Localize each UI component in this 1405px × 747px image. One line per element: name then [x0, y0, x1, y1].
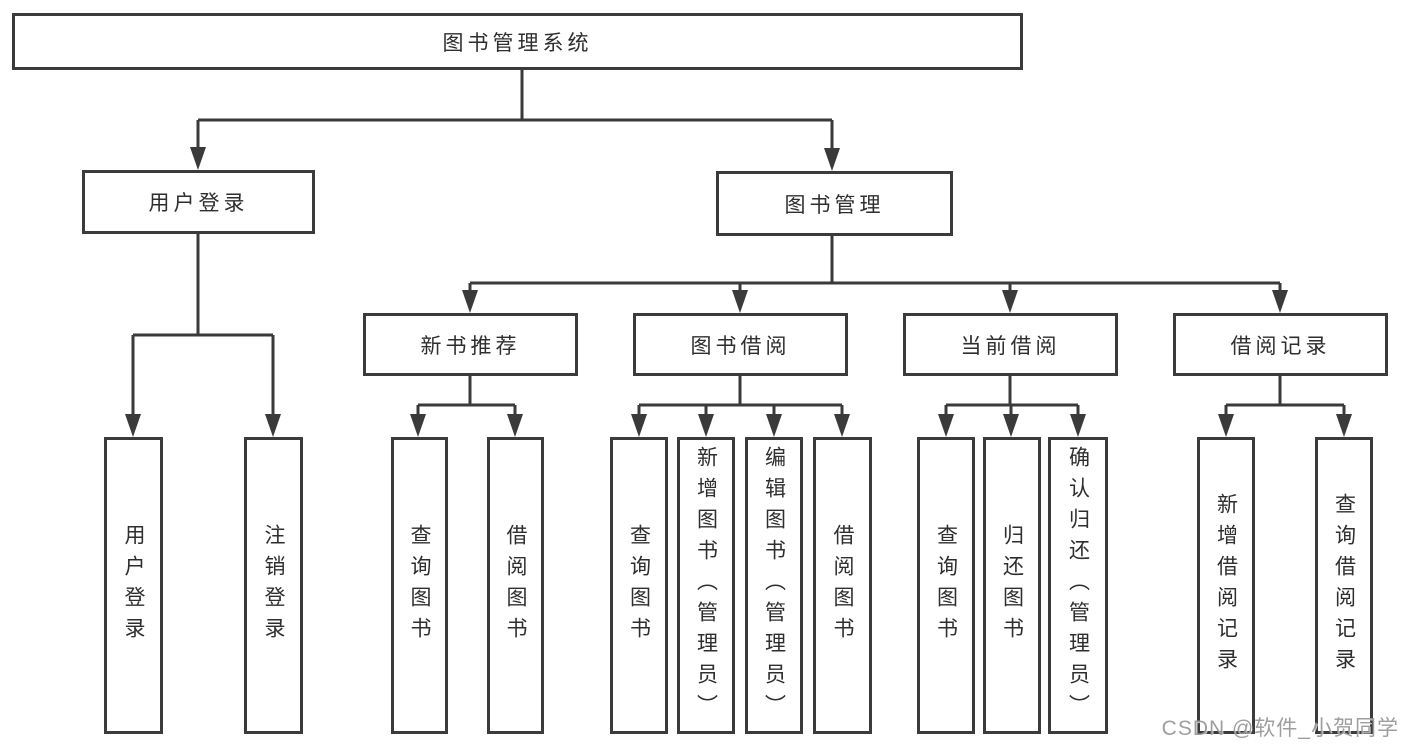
leaf-return-books: 归还图书	[983, 437, 1041, 734]
node-system-root: 图书管理系统	[12, 13, 1023, 70]
leaf-recommend-query-books: 查询图书	[391, 437, 448, 734]
connector-management-to-level3	[462, 236, 1288, 313]
connector-recommend-to-leaves	[410, 376, 523, 437]
leaf-add-borrow-record: 新增借阅记录	[1197, 437, 1255, 734]
node-user-login-branch: 用户登录	[82, 170, 315, 234]
leaf-current-query-books: 查询图书	[917, 437, 975, 734]
connector-records-to-leaves	[1218, 376, 1352, 437]
node-borrow-records: 借阅记录	[1173, 313, 1388, 376]
connector-login-to-leaves	[125, 234, 281, 437]
node-book-management: 图书管理	[716, 171, 953, 236]
csdn-watermark: CSDN @软件_小贺同学	[1161, 717, 1399, 740]
node-book-borrow: 图书借阅	[633, 313, 848, 376]
leaf-edit-books-admin: 编辑图书（管理员）	[745, 437, 803, 734]
leaf-borrow-query-books: 查询图书	[610, 437, 668, 734]
leaf-recommend-borrow-books: 借阅图书	[487, 437, 544, 734]
leaf-user-login: 用户登录	[104, 437, 163, 734]
leaf-logout: 注销登录	[244, 437, 303, 734]
leaf-add-books-admin: 新增图书（管理员）	[677, 437, 735, 734]
node-new-book-recommend: 新书推荐	[363, 313, 578, 376]
leaf-confirm-return-admin: 确认归还（管理员）	[1048, 437, 1108, 734]
connector-current-to-leaves	[938, 376, 1086, 437]
connector-borrow-to-leaves	[631, 376, 850, 437]
node-current-borrow: 当前借阅	[903, 313, 1118, 376]
leaf-borrow-books: 借阅图书	[813, 437, 872, 734]
leaf-query-borrow-record: 查询借阅记录	[1315, 437, 1373, 734]
connector-root-to-level2	[190, 70, 840, 171]
